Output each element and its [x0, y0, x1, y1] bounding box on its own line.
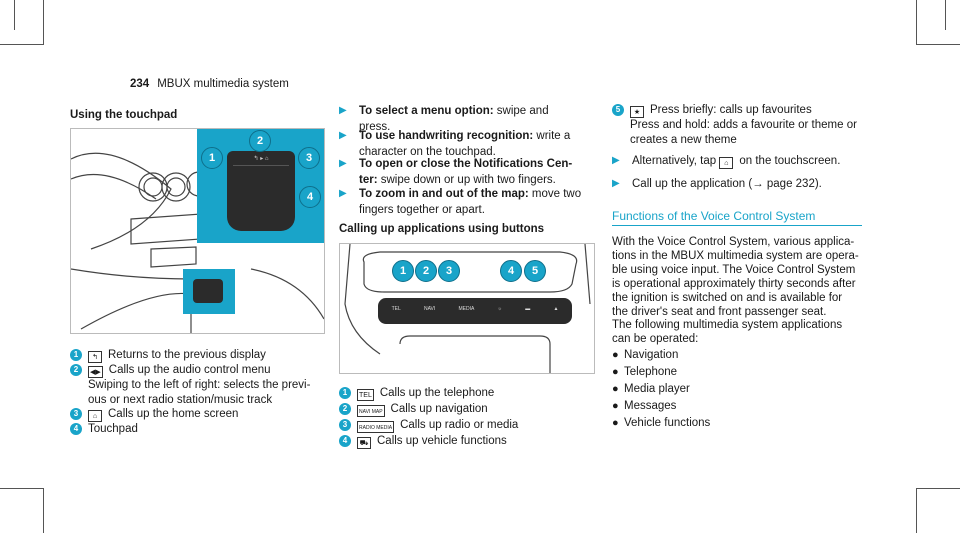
touchpad-surface: ↰ ▸ ⌂: [227, 151, 295, 231]
instruction-bullet: ▶To select a menu option: swipe and pres…: [339, 105, 549, 133]
list-item: ●Media player: [612, 383, 690, 395]
list-item: ●Navigation: [612, 349, 679, 361]
radio-key-icon: RADIO MEDIA: [357, 421, 395, 433]
back-arrow-icon: ↰: [88, 351, 102, 363]
list-item: 3⌂Calls up the home screen: [70, 407, 238, 422]
paragraph-voice-intro: With the Voice Control System, various a…: [612, 236, 859, 318]
list-item: 1↰Returns to the previous display: [70, 348, 266, 363]
console-drawing: [344, 244, 591, 373]
tel-key-icon: TEL: [357, 389, 374, 401]
list-item: ●Telephone: [612, 366, 678, 378]
car-icon: ⛟: [357, 437, 371, 449]
section-heading-buttons: Calling up applications using buttons: [339, 223, 545, 235]
home-icon: ⌂: [719, 157, 734, 169]
touchpad-zoom-panel: ↰ ▸ ⌂ 1 2 3 4: [197, 129, 324, 243]
list-item: ●Messages: [612, 400, 677, 412]
page-number: 234: [130, 78, 150, 90]
instruction-bullet: ▶To open or close the Notifications Cen-…: [339, 158, 573, 186]
list-item: ●Vehicle functions: [612, 417, 711, 429]
chapter-title: MBUX multimedia system: [157, 78, 289, 90]
page-header: 234 MBUX multimedia system: [130, 78, 289, 90]
instruction-bullet: ▶To use handwriting recognition: write a…: [339, 130, 571, 158]
paragraph-applications: The following multimedia system applicat…: [612, 319, 843, 345]
heading-rule: [612, 225, 862, 226]
section-heading-voice-control: Functions of the Voice Control System: [612, 209, 816, 223]
section-heading-touchpad: Using the touchpad: [70, 109, 178, 121]
instruction-bullet: ▶Call up the application (→ page 232).: [612, 178, 822, 190]
touchpad-illustration: ↰ ▸ ⌂ 1 2 3 4: [70, 128, 325, 334]
list-item: 4⛟Calls up vehicle functions: [339, 434, 507, 449]
navi-key-icon: NAVI MAP: [357, 405, 385, 417]
instruction-bullet: ▶To zoom in and out of the map: move two…: [339, 188, 582, 216]
list-item: 5★Press briefly: calls up favourites Pre…: [612, 103, 857, 147]
touchpad-locator: [183, 269, 235, 314]
audio-icon: ◀▶: [88, 366, 103, 378]
home-icon: ⌂: [88, 410, 102, 422]
list-item: 2◀▶Calls up the audio control menu Swipi…: [70, 363, 310, 407]
star-icon: ★: [630, 106, 644, 118]
instruction-bullet: ▶Alternatively, tap ⌂on the touchscreen.: [612, 155, 841, 169]
applications-list: ●Navigation ●Telephone ●Media player ●Me…: [612, 347, 710, 432]
